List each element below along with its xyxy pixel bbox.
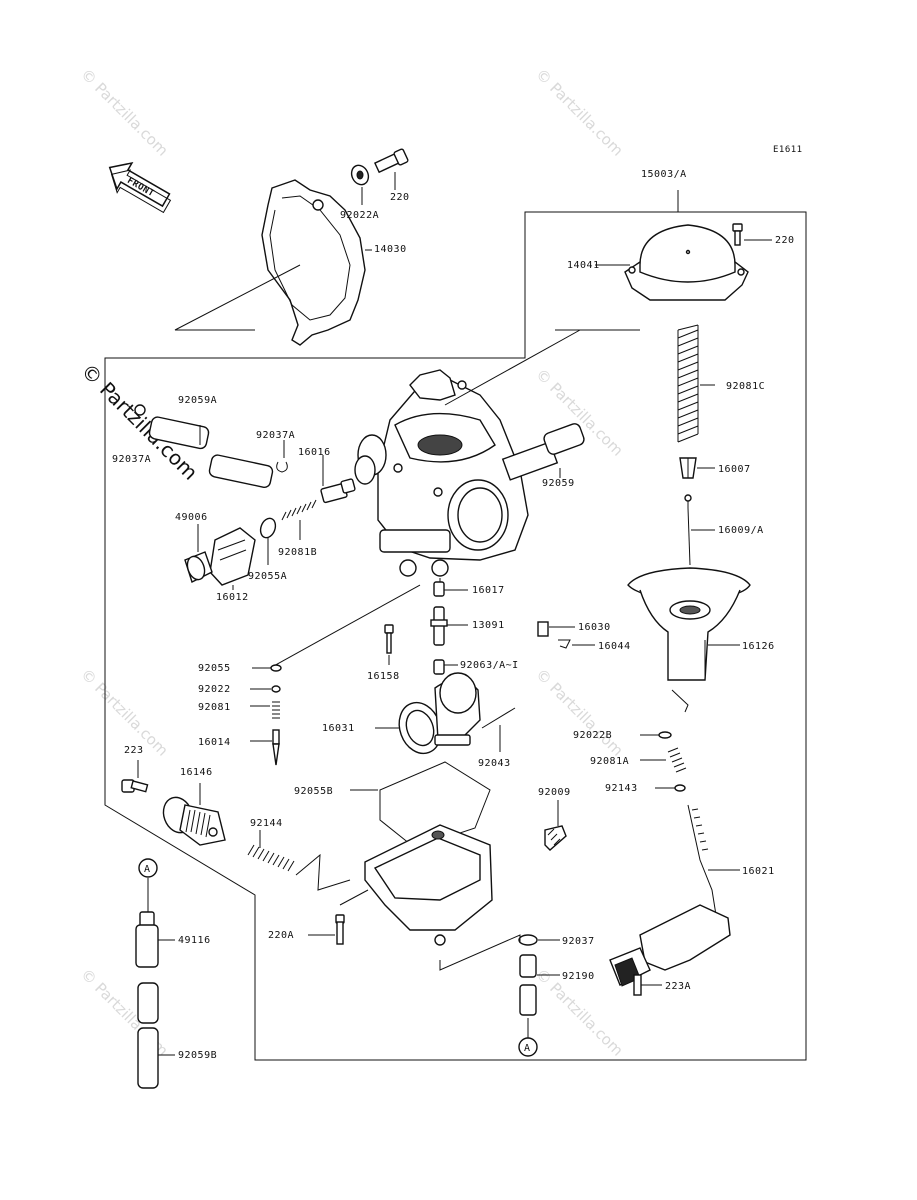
assembly-bracket (104, 190, 807, 1061)
spring-part (677, 324, 715, 443)
callout-92022b: 92022B (573, 730, 612, 741)
callout-16158: 16158 (367, 671, 400, 682)
callout-92081b: 92081B (278, 547, 317, 558)
callout-223: 223 (124, 745, 144, 756)
callout-220-top: 220 (390, 192, 410, 203)
callout-92055a: 92055A (248, 571, 287, 582)
small-parts (250, 664, 282, 766)
top-cover-part (174, 179, 372, 346)
callout-92059b: 92059B (178, 1050, 217, 1061)
fitting-part (135, 911, 175, 968)
callout-16126: 16126 (742, 641, 775, 652)
spring-part (281, 499, 317, 540)
callout-49006: 49006 (175, 512, 208, 523)
callout-92037a: 92037A (256, 430, 295, 441)
callout-16017: 16017 (472, 585, 505, 596)
screw-part (544, 800, 567, 851)
jet-part (269, 581, 468, 675)
callout-92055: 92055 (198, 663, 231, 674)
marker-a-top: A (144, 864, 151, 875)
callout-92037a-left: 92037A (112, 454, 151, 465)
clip-part (276, 440, 288, 473)
watermark: © Partzilla.com (532, 65, 627, 160)
watermark-large: © Partzilla.com (76, 359, 202, 485)
callout-92055b: 92055B (294, 786, 333, 797)
callout-92081a: 92081A (590, 756, 629, 767)
callout-92081: 92081 (198, 702, 231, 713)
callout-labels: 15003/A 220 92022A 14030 14041 220 92081… (112, 169, 795, 1061)
callout-92022: 92022 (198, 684, 231, 695)
screw-part (121, 760, 149, 793)
callout-92144: 92144 (250, 818, 283, 829)
cover-part (162, 783, 226, 846)
callout-16030: 16030 (578, 622, 611, 633)
callout-92059: 92059 (542, 478, 575, 489)
o-ring-part (259, 517, 277, 565)
callout-16009: 16009/A (718, 525, 764, 536)
carburetor-body-part (354, 329, 581, 588)
callout-16044: 16044 (598, 641, 631, 652)
marker-a-bottom: A (524, 1043, 531, 1054)
vacuum-piston-part (627, 567, 751, 713)
callout-16007: 16007 (718, 464, 751, 475)
drain-tube-part (439, 934, 560, 1040)
callout-14041: 14041 (567, 260, 600, 271)
callout-92043: 92043 (478, 758, 511, 769)
callout-16146: 16146 (180, 767, 213, 778)
callout-92143: 92143 (605, 783, 638, 794)
figure-code: E1611 (773, 145, 803, 155)
callout-49116: 49116 (178, 935, 211, 946)
callout-220a: 220A (268, 930, 294, 941)
starter-plunger-part (209, 527, 256, 590)
small-parts (640, 731, 687, 792)
gasket-part (350, 761, 491, 849)
callout-92009: 92009 (538, 787, 571, 798)
callout-16016: 16016 (298, 447, 331, 458)
callout-220-right: 220 (775, 235, 795, 246)
watermark: © Partzilla.com (532, 665, 627, 760)
screw-part (350, 148, 409, 205)
tube-part (137, 982, 175, 1089)
reference-marker: A (138, 858, 158, 912)
tube-part (501, 423, 585, 481)
callout-92063: 92063/A~I (460, 660, 519, 671)
tube-part (134, 404, 274, 488)
callout-15003: 15003/A (641, 169, 687, 180)
watermark: © Partzilla.com (77, 65, 172, 160)
callout-16014: 16014 (198, 737, 231, 748)
pin-part (481, 707, 516, 752)
jet-needle-part (684, 494, 715, 566)
pilot-screw-part (384, 624, 394, 665)
callout-92059a: 92059A (178, 395, 217, 406)
callout-13091: 13091 (472, 620, 505, 631)
plunger-part (320, 455, 356, 504)
screw-part (308, 914, 345, 945)
front-arrow-icon: FRONT (108, 161, 172, 214)
callout-223a: 223A (665, 981, 691, 992)
callout-92081c: 92081C (726, 381, 765, 392)
callout-92022a: 92022A (340, 210, 379, 221)
callout-92037: 92037 (562, 936, 595, 947)
callout-16021: 16021 (742, 866, 775, 877)
callout-14030: 14030 (374, 244, 407, 255)
top-cap-part (555, 223, 772, 331)
needle-jet-holder-part (375, 672, 481, 755)
cap-part (184, 524, 213, 583)
throttle-cable-part (609, 804, 740, 996)
callout-16031: 16031 (322, 723, 355, 734)
reference-marker: A (518, 1037, 538, 1057)
needle-clip-part (679, 457, 715, 479)
float-bowl-part (339, 824, 493, 946)
spring-part (247, 830, 351, 891)
small-parts (537, 621, 595, 649)
callout-16012: 16012 (216, 592, 249, 603)
callout-92190: 92190 (562, 971, 595, 982)
